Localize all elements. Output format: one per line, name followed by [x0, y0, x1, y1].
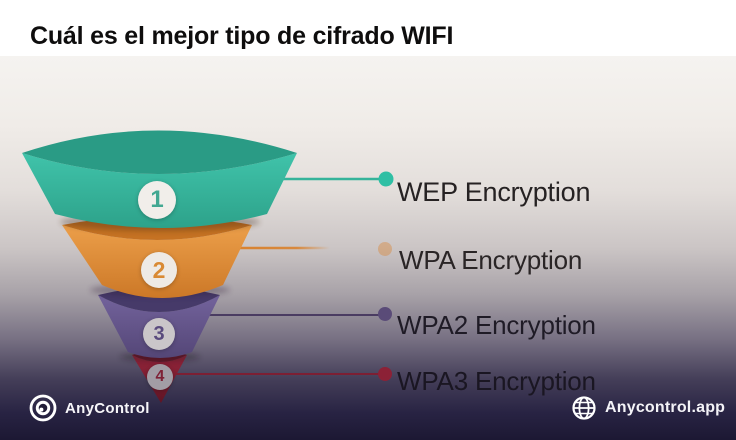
connector-dot-wpa3 — [378, 367, 392, 381]
funnel-step-2-badge: 2 — [141, 252, 177, 288]
funnel-step-3-badge: 3 — [143, 318, 175, 350]
funnel-step-4-badge: 4 — [147, 364, 173, 390]
page-title: Cuál es el mejor tipo de cifrado WIFI — [30, 22, 454, 50]
funnel-step-2-number: 2 — [152, 256, 166, 283]
funnel-step-1-number: 1 — [150, 186, 164, 213]
connector-dot-wep — [378, 171, 394, 187]
brand-logo-left: AnyControl — [28, 393, 150, 423]
connector-dot-wpa — [378, 242, 392, 256]
funnel-label-wpa3: WPA3 Encryption — [397, 366, 596, 396]
title-band: Cuál es el mejor tipo de cifrado WIFI — [0, 0, 736, 56]
funnel-graphic — [22, 130, 394, 403]
connector-lines — [165, 171, 394, 381]
anycontrol-lens-icon — [29, 394, 57, 422]
funnel-step-1-badge: 1 — [138, 181, 176, 219]
funnel-step-3-number: 3 — [153, 322, 165, 345]
funnel-label-wpa2: WPA2 Encryption — [397, 310, 596, 340]
website-name: Anycontrol.app — [605, 399, 726, 416]
brand-name: AnyControl — [65, 399, 150, 417]
funnel-label-wep: WEP Encryption — [397, 177, 591, 207]
funnel-label-wpa: WPA Encryption — [399, 245, 583, 275]
funnel-scene: 1 2 3 4 WEP Encryption WPA Encryption WP… — [0, 56, 736, 440]
globe-icon — [572, 396, 596, 420]
brand-website-right: Anycontrol.app — [571, 395, 725, 421]
connector-dot-wpa2 — [378, 307, 392, 321]
funnel-step-4-number: 4 — [155, 368, 165, 385]
